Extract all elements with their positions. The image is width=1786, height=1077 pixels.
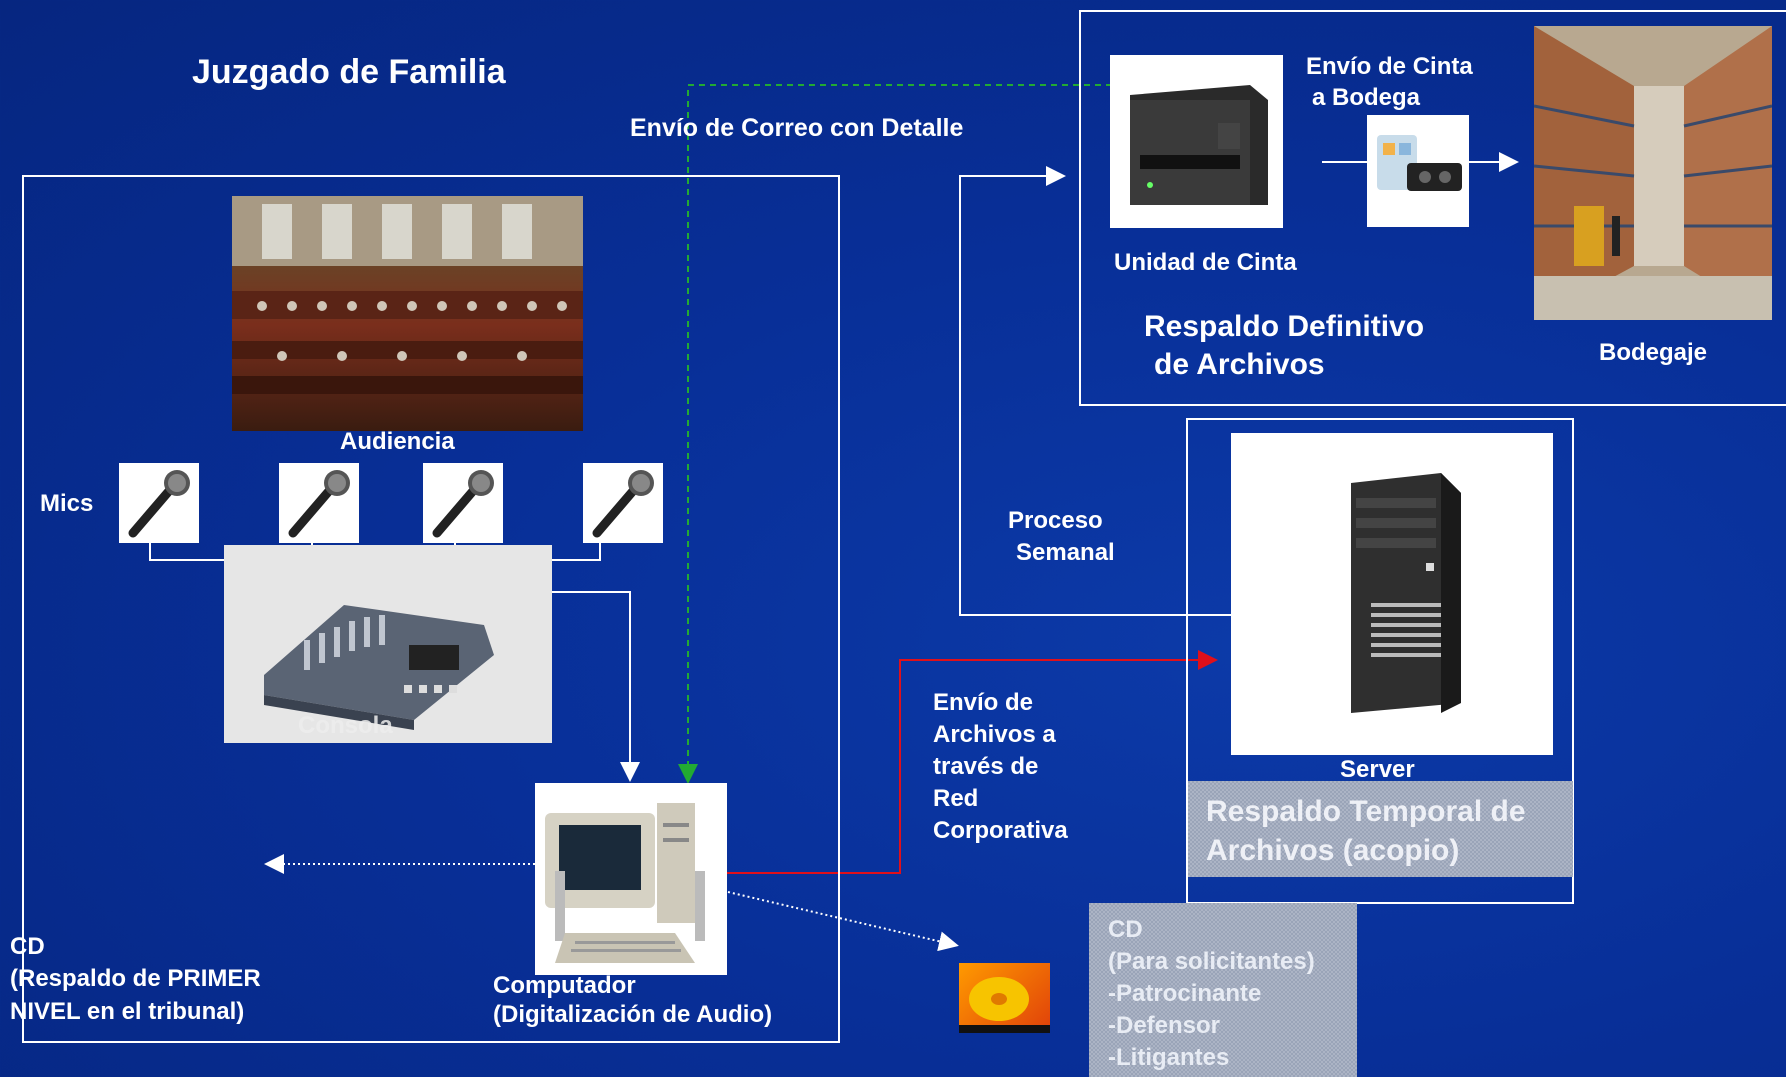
network-label: Envío de Archivos a través de Red Corpor… <box>933 687 1068 847</box>
network-label-line: Corporativa <box>933 816 1068 844</box>
definitive-backup-label: Respaldo Definitivo de Archivos <box>1144 308 1424 383</box>
computer-to-cd-line <box>727 891 959 952</box>
requesters-cd-line: -Litigantes <box>1108 1043 1230 1071</box>
network-label-line: Red <box>933 784 979 812</box>
requesters-cd-line: CD <box>1108 916 1143 943</box>
email-dashed-line <box>678 84 1112 784</box>
definitive-backup-line: Respaldo Definitivo <box>1144 310 1425 343</box>
warehouse-label: Bodegaje <box>1599 339 1708 366</box>
local-cd-label: CD (Respaldo de PRIMER NIVEL en el tribu… <box>10 931 261 1028</box>
temporary-backup-frame <box>1186 418 1574 904</box>
tape-cassette-image <box>1367 115 1469 227</box>
server-image <box>1231 433 1553 755</box>
computer-label: Computador (Digitalización de Audio) <box>493 972 772 1030</box>
microphone-icon <box>583 463 663 543</box>
network-label-line: Archivos a <box>933 720 1056 748</box>
audiencia-label: Audiencia <box>340 428 455 455</box>
tape-unit-label: Unidad de Cinta <box>1114 249 1297 276</box>
requesters-cd-line: -Defensor <box>1108 1011 1221 1039</box>
local-cd-line3: NIVEL en el tribunal) <box>10 997 245 1025</box>
tape-send-label: Envío de Cinta a Bodega <box>1306 51 1473 113</box>
local-cd-line1: CD <box>10 933 45 960</box>
email-label: Envío de Correo con Detalle <box>630 114 964 142</box>
tape-send-line: a Bodega <box>1312 84 1421 112</box>
requesters-cd-line: (Para solicitantes) <box>1108 947 1315 975</box>
definitive-backup-line: de Archivos <box>1154 347 1325 381</box>
weekly-process-line <box>959 166 1232 616</box>
temporary-backup-line: Respaldo Temporal de <box>1206 795 1526 828</box>
requesters-cd-label: CD (Para solicitantes) -Patrocinante -De… <box>1108 914 1315 1074</box>
weekly-label-line: Proceso <box>1008 507 1103 534</box>
cd-icon <box>959 963 1050 1033</box>
network-red-line <box>718 650 1218 874</box>
definitive-backup-frame <box>1079 10 1786 406</box>
mics-label: Mics <box>40 490 94 517</box>
tape-unit-image <box>1110 55 1283 228</box>
microphone-icon <box>119 463 199 543</box>
warehouse-image <box>1534 26 1772 320</box>
microphone-icon <box>423 463 503 543</box>
courtroom-photo <box>232 196 583 431</box>
network-label-line: Envío de <box>933 689 1034 716</box>
microphone-icon <box>279 463 359 543</box>
local-cd-line2: (Respaldo de PRIMER <box>10 965 261 993</box>
temporary-backup-label: Respaldo Temporal de Archivos (acopio) <box>1206 792 1526 870</box>
courtroom-frame <box>22 175 840 1043</box>
consola-label: Consola <box>298 712 393 739</box>
temporary-backup-line: Archivos (acopio) <box>1206 834 1460 867</box>
server-label: Server <box>1340 756 1415 783</box>
weekly-label-line: Semanal <box>1016 538 1115 566</box>
requesters-cd-box <box>1089 903 1357 1077</box>
tape-send-line: Envío de Cinta <box>1306 53 1473 80</box>
computer-label-line2: (Digitalización de Audio) <box>493 1000 773 1028</box>
requesters-cd-line: -Patrocinante <box>1108 979 1262 1007</box>
computer-label-line1: Computador <box>493 972 636 999</box>
computer-image <box>535 783 727 975</box>
weekly-process-label: Proceso Semanal <box>1008 505 1115 569</box>
page-title: Juzgado de Familia <box>192 53 506 91</box>
network-label-line: través de <box>933 752 1039 780</box>
audio-console-image <box>224 545 552 743</box>
temporary-backup-box <box>1188 781 1573 877</box>
